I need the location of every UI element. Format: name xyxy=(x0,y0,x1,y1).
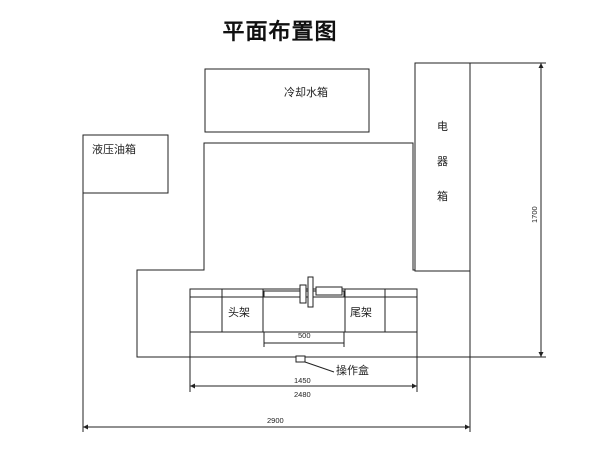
electrical-box-label-2: 器 xyxy=(437,155,448,168)
dim-1700-text: 1700 xyxy=(530,206,539,223)
electrical-box-label-1: 电 xyxy=(437,120,448,133)
spindle-housing xyxy=(315,286,343,296)
page-title: 平面布置图 xyxy=(222,20,338,45)
grinding-wheel xyxy=(307,276,314,308)
hydraulic-tank-label: 液压油箱 xyxy=(92,142,136,156)
operator-leader xyxy=(304,361,335,373)
electrical-cabinet xyxy=(414,62,471,272)
electrical-box-label-3: 箱 xyxy=(437,189,448,203)
cooling-water-tank xyxy=(204,68,370,133)
chuck-left xyxy=(299,284,307,304)
cooling-tank-label: 冷却水箱 xyxy=(284,85,328,99)
tail-frame-label: 尾架 xyxy=(350,306,372,319)
hydraulic-oil-tank xyxy=(82,134,169,194)
dim-500-text: 500 xyxy=(298,331,311,340)
head-frame-label: 头架 xyxy=(228,306,250,319)
dim-2480-text: 2480 xyxy=(294,390,311,399)
operator-box-label: 操作盒 xyxy=(336,363,369,377)
dim-2900-text: 2900 xyxy=(267,416,284,425)
dim-1450-text: 1450 xyxy=(294,376,311,385)
operator-box xyxy=(295,355,306,363)
